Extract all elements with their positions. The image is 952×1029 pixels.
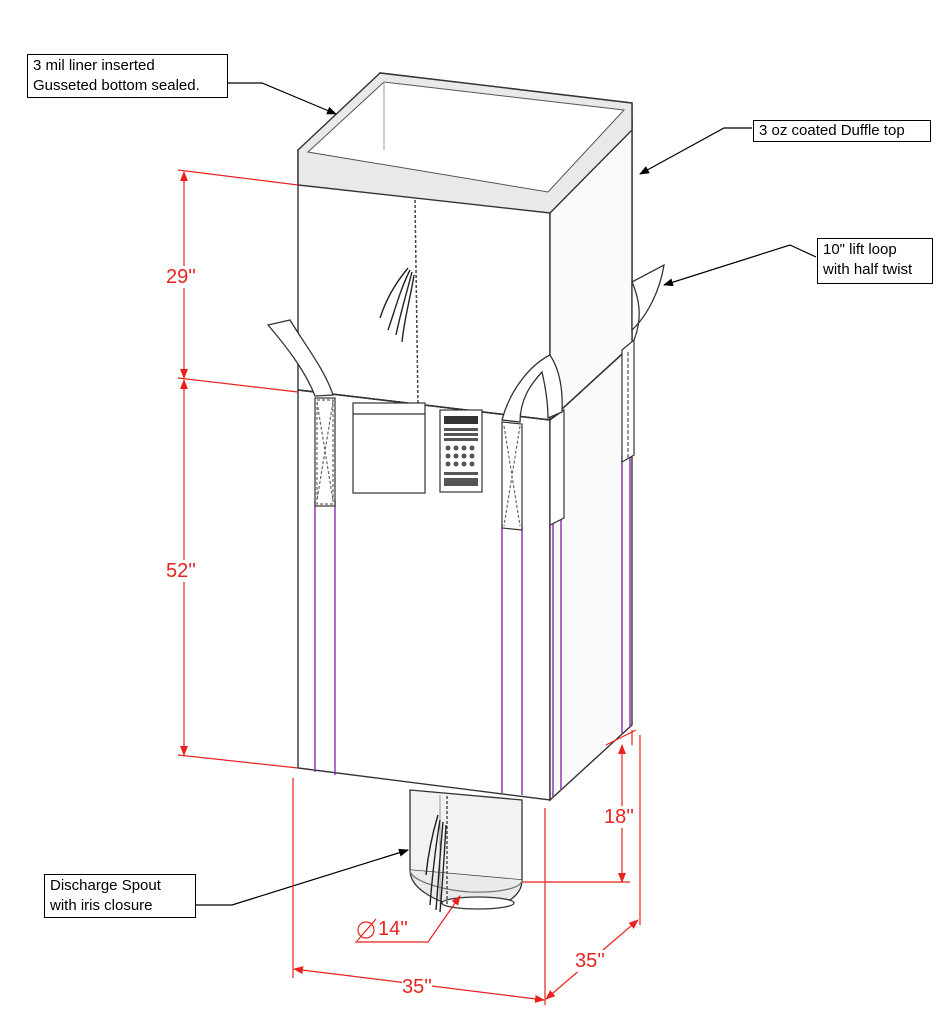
callout-lift-loop-line1: 10" lift loop <box>823 241 897 258</box>
callout-duffle-line1: 3 oz coated Duffle top <box>759 122 905 139</box>
callout-liner: 3 mil liner inserted Gusseted bottom sea… <box>27 54 228 98</box>
document-pouch <box>352 402 426 494</box>
callout-leaders <box>196 82 817 906</box>
callout-duffle: 3 oz coated Duffle top <box>753 120 931 142</box>
lift-loops <box>266 263 665 423</box>
dim-top-height: 29'' <box>166 266 196 288</box>
callout-liner-line1: 3 mil liner inserted <box>33 57 155 74</box>
callout-lift-loop: 10" lift loop with half twist <box>817 238 933 284</box>
discharge-spout <box>409 789 523 910</box>
dim-spout-height: 18'' <box>604 806 634 828</box>
duffle-seam <box>414 199 419 406</box>
callout-liner-line2: Gusseted bottom sealed. <box>33 77 200 94</box>
callout-spout-line1: Discharge Spout <box>50 877 161 894</box>
callout-lift-loop-line2: with half twist <box>823 261 913 278</box>
dim-width: 35'' <box>402 976 432 998</box>
body-seams <box>314 448 631 798</box>
spout-ties <box>425 814 447 913</box>
dim-body-height: 52'' <box>166 560 196 582</box>
dim-depth: 35'' <box>575 950 605 972</box>
dim-spout-diameter: 14'' <box>378 918 408 940</box>
callout-spout-line2: with iris closure <box>50 897 153 914</box>
safety-label <box>439 409 483 493</box>
liner-rim <box>297 72 633 214</box>
callout-spout: Discharge Spout with iris closure <box>44 874 196 918</box>
duffle-ties <box>379 267 415 343</box>
loop-patches <box>314 338 635 531</box>
